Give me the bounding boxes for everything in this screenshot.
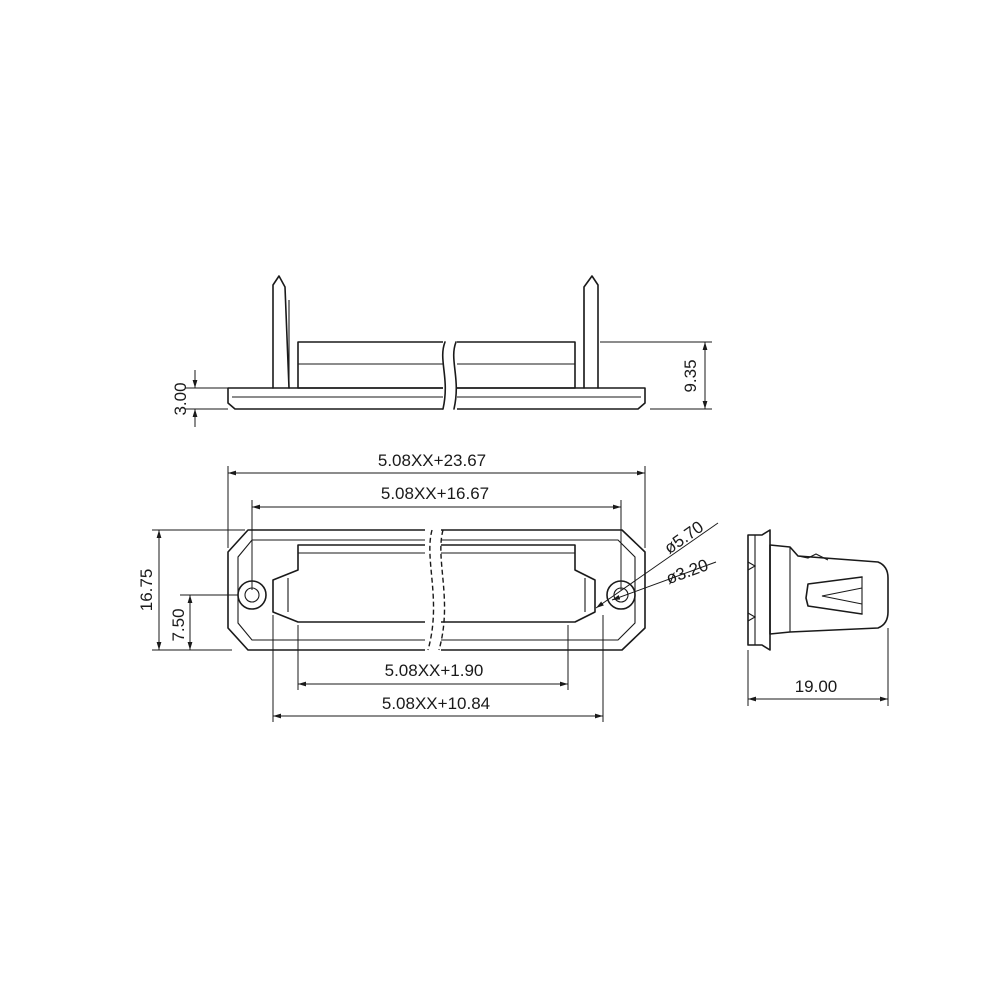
dim-outer-opening-label: 5.08XX+10.84 [382,694,490,713]
dim-overall-label: 5.08XX+23.67 [378,451,486,470]
top-left-pin [272,275,290,389]
dim-height-top-label: 9.35 [681,359,700,392]
dim-hole-height-label: 7.50 [169,608,188,641]
top-view: 9.35 3.00 [171,275,712,427]
side-flange [747,529,771,651]
dim-inner-opening-label: 5.08XX+1.90 [385,661,484,680]
front-view: 5.08XX+23.67 5.08XX+16.67 5.08XX+1.90 5.… [137,451,719,722]
front-opening [272,544,596,623]
top-body [297,341,576,389]
side-view: 19.00 [747,529,889,706]
dim-diameter-small-label: ø3.20 [663,555,710,588]
dim-flange-label: 3.00 [171,382,190,415]
top-flange [227,387,646,410]
dim-height-front-label: 16.75 [137,569,156,612]
front-outer-plate [227,529,646,651]
dim-depth-label: 19.00 [795,677,838,696]
dim-diameter-large-label: ø5.70 [661,517,708,558]
top-right-pin [583,275,599,389]
side-body [769,544,889,635]
side-latch [805,576,863,615]
dim-hole-pitch-label: 5.08XX+16.67 [381,484,489,503]
